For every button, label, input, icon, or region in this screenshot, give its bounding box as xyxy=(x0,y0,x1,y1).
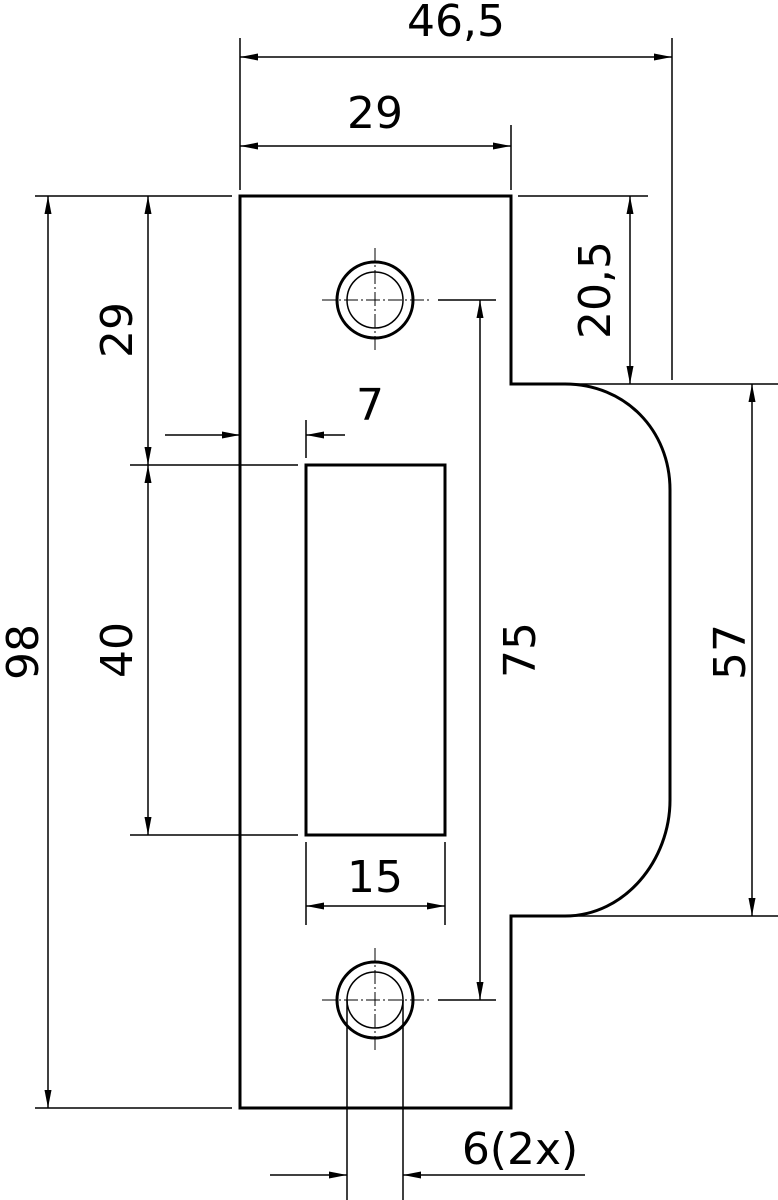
strike-plate-outline xyxy=(238,194,672,1110)
dimension-lines xyxy=(44,53,756,1179)
dim-lip-height: 57 xyxy=(705,624,756,680)
dim-top-to-slot: 29 xyxy=(92,302,143,358)
dim-overall-width: 46,5 xyxy=(407,0,505,47)
top-screw-hole xyxy=(322,248,430,352)
dim-top-to-lip: 20,5 xyxy=(570,241,621,339)
dim-plate-width: 29 xyxy=(347,88,403,139)
dim-hole-diameter: 6(2x) xyxy=(462,1124,578,1175)
extension-lines xyxy=(35,38,778,1200)
dim-plate-height: 98 xyxy=(0,624,49,680)
dim-slot-height: 40 xyxy=(92,622,143,678)
dim-slot-offset: 7 xyxy=(356,380,384,431)
latch-slot xyxy=(304,463,447,837)
dim-slot-width: 15 xyxy=(347,852,403,903)
dim-hole-pitch: 75 xyxy=(495,622,546,678)
bottom-screw-hole xyxy=(322,948,430,1052)
dimension-labels: 46,5 29 98 29 40 7 75 15 20,5 57 6(2x) xyxy=(0,0,756,1175)
